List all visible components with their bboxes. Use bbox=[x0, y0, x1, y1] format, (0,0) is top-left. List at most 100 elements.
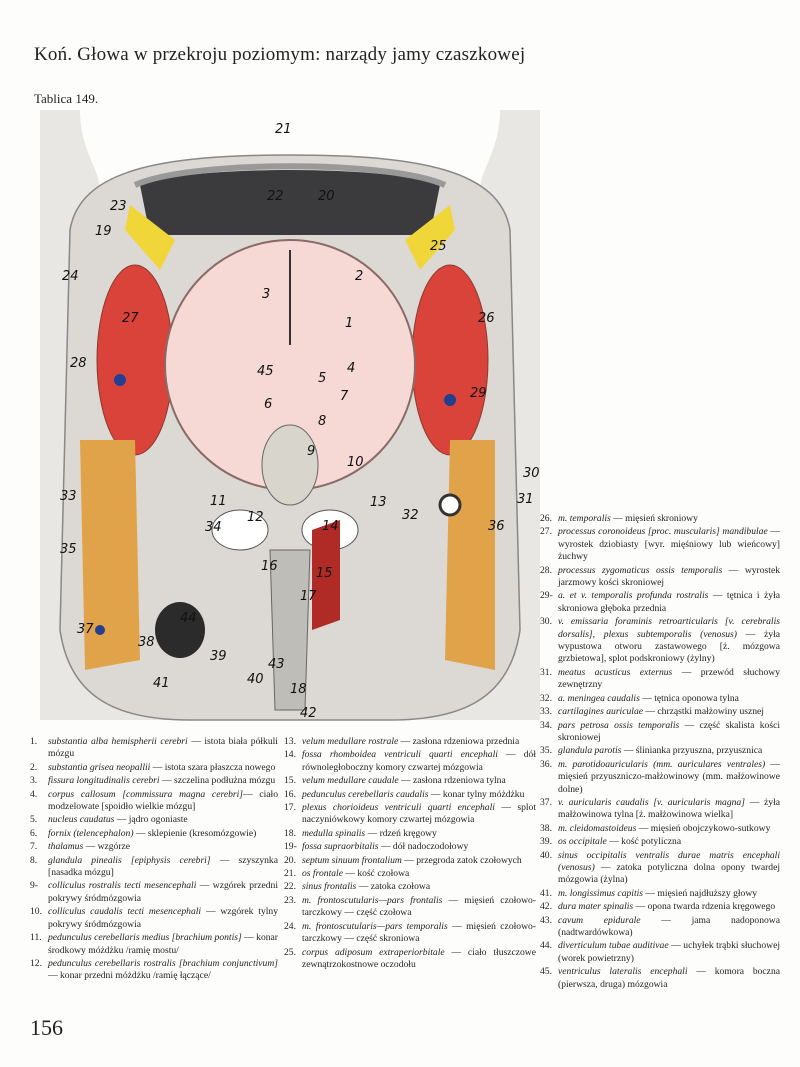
legend-entry: 33.cartilagines auriculae — chrząstki ma… bbox=[540, 706, 780, 718]
legend-latin-term: fornix (telencephalon) bbox=[48, 827, 134, 839]
legend-polish-term: — sklepienie (kresomózgowie) bbox=[133, 827, 257, 839]
legend-entry: 16.pedunculus cerebellaris caudalis — ko… bbox=[284, 789, 536, 801]
legend-polish-term: — zatoka potyliczna dolna opony twardej … bbox=[558, 861, 780, 886]
legend-column-1: 1.substantia alba hemispherii cerebri — … bbox=[30, 736, 278, 984]
legend-entry: 19-fossa supraorbitalis — dół nadoczodoł… bbox=[284, 841, 536, 853]
legend-entry: 23. m. frontoscutularis—pars frontalis — … bbox=[284, 895, 536, 920]
legend-number: 1. bbox=[30, 736, 38, 747]
legend-latin-term: pedunculus cerebellaris caudalis bbox=[302, 788, 429, 800]
legend-entry: 37.v. auricularis caudalis [v. auricular… bbox=[540, 797, 780, 822]
legend-latin-term: v. auricularis caudalis [v. auricularis … bbox=[558, 796, 745, 808]
legend-latin-term: meatus acusticus externus bbox=[558, 666, 673, 678]
legend-entry: 1.substantia alba hemispherii cerebri — … bbox=[30, 736, 278, 761]
callout-label-42: 42 bbox=[300, 706, 317, 721]
legend-latin-term: velum medullare caudale bbox=[302, 775, 399, 787]
legend-number: 43. bbox=[540, 914, 552, 926]
legend-entry: 41.m. longissimus capitis — mięsień najd… bbox=[540, 888, 780, 900]
legend-polish-term: — zasłona rdzeniowa przednia bbox=[398, 736, 520, 747]
legend-number: 41. bbox=[540, 887, 552, 899]
legend-polish-term: — mięsień czołowo-tarczkowy — część czoł… bbox=[302, 894, 537, 919]
legend-entry: 13.velum medullare rostrale — zasłona rd… bbox=[284, 736, 536, 748]
legend-polish-term: — wyrostek jarzmowy kości skroniowej bbox=[558, 564, 780, 589]
legend-polish-term: — mięsień skroniowy bbox=[610, 513, 698, 524]
legend-number: 34. bbox=[540, 719, 552, 731]
legend-entry: 39.os occipitale — kość potyliczna bbox=[540, 836, 780, 848]
legend-polish-term: — kość czołowa bbox=[342, 868, 410, 880]
legend-latin-term: processus coronoideus [proc. muscularis]… bbox=[558, 526, 768, 538]
legend-number: 17. bbox=[284, 802, 296, 814]
legend-latin-term: plexus chorioideus ventriculi quarti enc… bbox=[302, 802, 495, 814]
legend-latin-term: m. frontoscutularis—pars frontalis bbox=[302, 894, 443, 906]
legend-latin-term: sinus frontalis bbox=[302, 881, 357, 893]
legend-polish-term: — opona twarda rdzenia kręgowego bbox=[633, 901, 776, 913]
callout-label-26: 26 bbox=[478, 311, 495, 326]
legend-polish-term: — uchyłek trąbki słuchowej (worek powiet… bbox=[558, 940, 780, 964]
legend-latin-term: fossa supraorbitalis bbox=[302, 841, 379, 853]
callout-label-18: 18 bbox=[290, 682, 307, 697]
legend-entry: 17. plexus chorioideus ventriculi quarti … bbox=[284, 802, 536, 827]
legend-number: 30. bbox=[540, 616, 552, 628]
legend-polish-term: — rdzeń kręgowy bbox=[365, 827, 437, 839]
legend-polish-term: — wzgórek tylny pokrywy śródmózgowia bbox=[48, 906, 278, 930]
legend-entry: 25.corpus adiposum extraperiorbitale — c… bbox=[284, 947, 536, 972]
legend-latin-term: sinus occipitalis ventralis durae matris… bbox=[558, 849, 780, 873]
legend-polish-term: — wyrostek dziobiasty [wyr. mięśniowy lu… bbox=[558, 526, 780, 563]
legend-entry: 32.a. meningea caudalis — tętnica oponow… bbox=[540, 693, 780, 705]
legend-number: 6. bbox=[30, 827, 38, 839]
legend-polish-term: — dół nadoczodołowy bbox=[378, 841, 469, 853]
legend-entry: 35.glandula parotis — ślinianka przyuszn… bbox=[540, 745, 780, 757]
legend-latin-term: a. et v. temporalis profunda rostralis bbox=[558, 590, 709, 602]
legend-entry: 10.colliculus caudalis tecti mesencephal… bbox=[30, 906, 278, 931]
legend-entry: 6. fornix (telencephalon) — sklepienie (k… bbox=[30, 828, 278, 840]
legend-column-2: 13.velum medullare rostrale — zasłona rd… bbox=[284, 736, 536, 972]
legend-polish-term: — mięsień obojczykowo-sutkowy bbox=[636, 822, 771, 834]
legend-polish-term: — istota biała półkuli mózgu bbox=[48, 736, 278, 760]
legend-latin-term: processus zygomaticus ossis temporalis bbox=[558, 564, 723, 576]
legend-polish-term: — zatoka czołowa bbox=[356, 881, 431, 893]
legend-polish-term: — tętnica oponowa tylna bbox=[639, 692, 739, 704]
legend-polish-term: — konar środkowy móżdżku /ramię mostu/ bbox=[48, 932, 278, 956]
callout-label-43: 43 bbox=[268, 657, 285, 672]
legend-entry: 26.m. temporalis — mięsień skroniowy bbox=[540, 513, 780, 525]
legend-latin-term: colliculus rostralis tecti mesencephali bbox=[48, 880, 197, 892]
legend-number: 22. bbox=[284, 881, 296, 893]
legend-latin-term: m. longissimus capitis bbox=[558, 887, 644, 899]
legend-latin-term: v. emissaria foraminis retroarticularis … bbox=[558, 616, 780, 640]
legend-number: 23. bbox=[284, 894, 296, 906]
legend-polish-term: — ślinianka przyuszna, przyusznica bbox=[621, 745, 763, 757]
legend-latin-term: corpus callosum [commissura magna cerebr… bbox=[48, 788, 244, 800]
legend-number: 38. bbox=[540, 822, 552, 834]
legend-latin-term: pedunculus cerebellaris medius [brachium… bbox=[48, 932, 242, 944]
callout-label-15: 15 bbox=[316, 566, 333, 581]
legend-latin-term: dura mater spinalis bbox=[558, 901, 634, 913]
legend-latin-term: medulla spinalis bbox=[302, 827, 366, 839]
legend-latin-term: ventriculus lateralis encephali bbox=[558, 966, 688, 978]
legend-entry: 11.pedunculus cerebellaris medius [brach… bbox=[30, 932, 278, 957]
legend-number: 33. bbox=[540, 706, 552, 718]
callout-label-14: 14 bbox=[322, 519, 339, 534]
legend-latin-term: septum sinuum frontalium bbox=[302, 854, 402, 866]
plate-number: Tablica 149. bbox=[34, 91, 99, 106]
page-title: Koń. Głowa w przekroju poziomym: narządy… bbox=[34, 44, 526, 65]
legend-polish-term: — istota szara płaszcza nowego bbox=[150, 761, 276, 773]
legend-number: 24. bbox=[284, 920, 296, 932]
legend-number: 36. bbox=[540, 758, 552, 770]
legend-latin-term: thalamus bbox=[48, 841, 84, 853]
legend-entry: 36.m. parotidoauricularis (mm. auricular… bbox=[540, 759, 780, 796]
legend-entry: 27.processus coronoideus [proc. muscular… bbox=[540, 526, 780, 563]
legend-polish-term: — jądro ogoniaste bbox=[114, 814, 188, 826]
legend-number: 28. bbox=[540, 564, 552, 576]
legend-number: 40. bbox=[540, 849, 552, 861]
legend-number: 4. bbox=[30, 788, 38, 800]
legend-polish-term: — część skalista kości skroniowej bbox=[558, 719, 781, 743]
legend-entry: 14.fossa rhomboidea ventriculi quarti en… bbox=[284, 749, 536, 774]
legend-latin-term: os occipitale bbox=[558, 836, 607, 848]
callout-label-21: 21 bbox=[275, 122, 292, 137]
callout-label-33: 33 bbox=[60, 489, 77, 504]
legend-entry: 3.fissura longitudinalis cerebri — szcze… bbox=[30, 775, 278, 787]
callout-label-45: 45 bbox=[257, 364, 274, 379]
legend-latin-term: cartilagines auriculae bbox=[558, 706, 643, 718]
legend-latin-term: fissura longitudinalis cerebri bbox=[48, 775, 160, 787]
